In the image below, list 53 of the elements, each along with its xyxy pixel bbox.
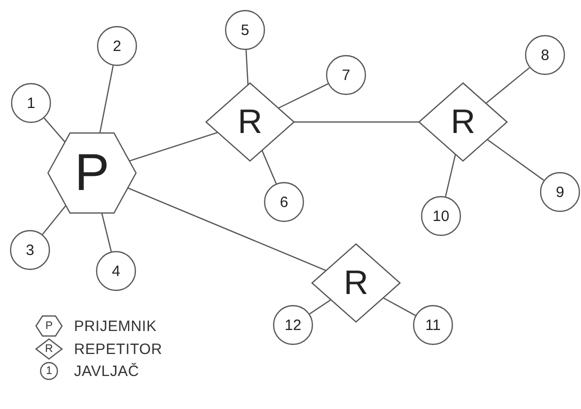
legend-text: PRIJEMNIK: [74, 318, 157, 334]
connector-line: [261, 150, 277, 184]
diamond-node: [206, 83, 294, 161]
connector-line: [245, 50, 249, 85]
connector-line: [309, 299, 332, 314]
diamond-node: [312, 244, 400, 322]
node-label: 7: [342, 68, 350, 82]
connector-line: [444, 154, 456, 197]
node-label: 10: [432, 208, 450, 224]
node-label: 4: [112, 264, 120, 278]
node-label: 2: [112, 38, 122, 54]
connector-line: [294, 121, 419, 123]
connector-line: [486, 67, 530, 104]
circle-node: [421, 196, 461, 236]
hexagon-node: [48, 133, 136, 213]
legend-symbol-label: P: [45, 320, 53, 332]
node-label: 5: [240, 22, 250, 38]
node-label: P: [74, 147, 110, 199]
circle-node: [97, 26, 137, 66]
circle-node: [525, 35, 565, 75]
connector-line: [129, 132, 218, 162]
legend-symbol-label: R: [45, 343, 53, 355]
node-label: 8: [540, 48, 550, 62]
node-label: 9: [556, 184, 564, 200]
connector-line: [128, 187, 326, 272]
connector-line: [42, 205, 66, 235]
node-label: 12: [284, 318, 302, 332]
node-label: R: [238, 105, 262, 139]
node-label: R: [450, 105, 476, 139]
circle-node: [264, 182, 304, 222]
node-label: 3: [26, 242, 34, 258]
legend-text: REPETITOR: [74, 340, 162, 358]
node-label: 6: [280, 194, 288, 210]
node-label: 11: [425, 318, 441, 332]
circle-node: [11, 83, 51, 123]
connector-line: [99, 66, 114, 134]
circle-node: [273, 305, 313, 345]
connector-line: [101, 212, 112, 252]
circle-node: [540, 172, 580, 212]
circle-node: [326, 55, 366, 95]
connector-line: [44, 118, 66, 142]
legend-symbol-label: 1: [46, 365, 52, 377]
circle-node: [225, 10, 265, 50]
connector-line: [382, 297, 416, 316]
circle-node: [10, 230, 50, 270]
connector-line: [278, 83, 328, 109]
connector-line: [486, 139, 544, 181]
node-label: 1: [26, 96, 36, 110]
circle-node: [413, 305, 453, 345]
legend-text: JAVLJAČ: [74, 362, 140, 380]
node-label: R: [344, 266, 368, 300]
circle-node: [96, 251, 136, 291]
diamond-node: [419, 83, 507, 161]
